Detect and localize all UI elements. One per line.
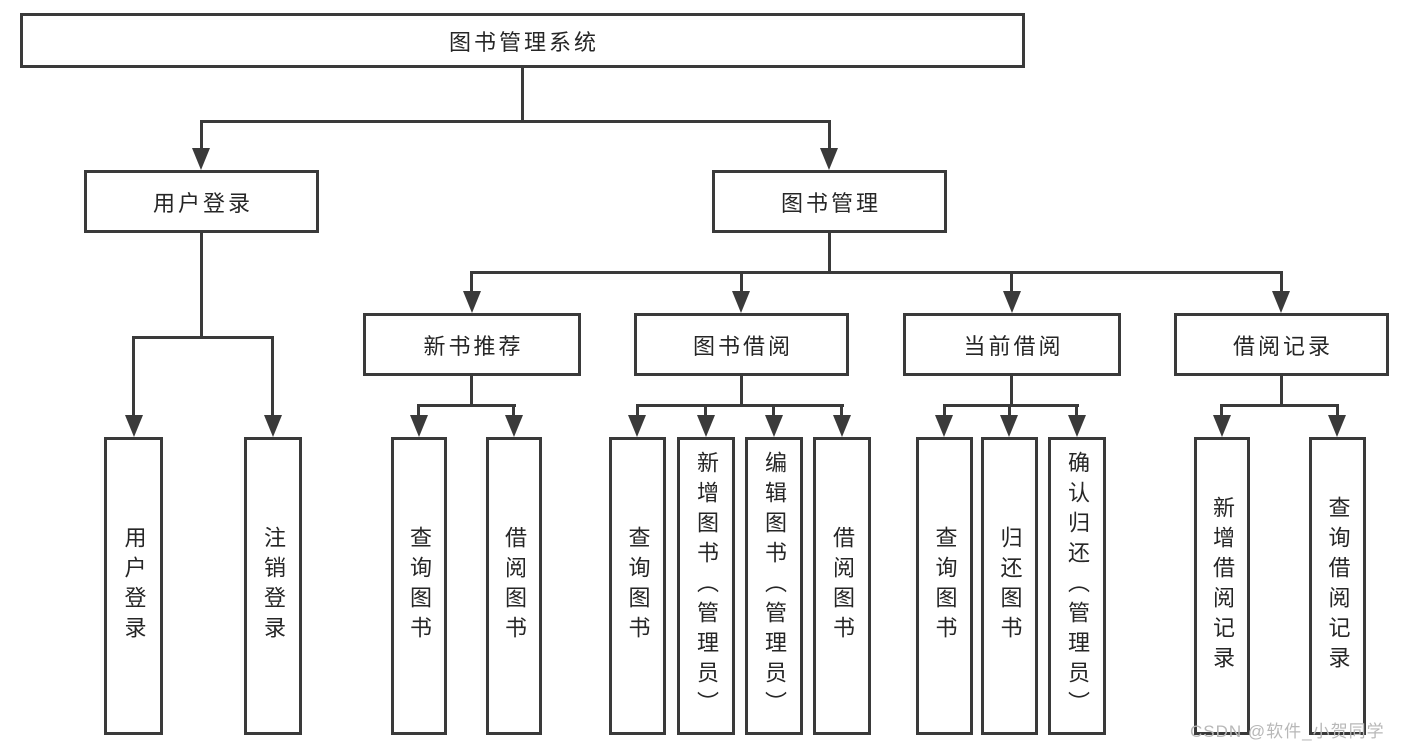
arrow-to-user-login: [192, 148, 210, 170]
arrow-to-book-borrowing: [732, 291, 750, 313]
connector-drop-book-management: [828, 123, 831, 150]
arrow-to-g3c: [765, 415, 783, 437]
connector-user-login-split: [132, 336, 274, 339]
leaf-edit-book-admin: 编辑图书（管理员）: [745, 437, 803, 735]
connector-book-management-stem: [828, 233, 831, 273]
leaf-query-books-current: 查询图书: [916, 437, 973, 735]
leaf-borrow-books-borrowing: 借阅图书: [813, 437, 871, 735]
leaf-user-login-label: 用户登录: [121, 526, 147, 646]
node-root-label: 图书管理系统: [448, 29, 599, 55]
node-new-book-recommend-label: 新书推荐: [423, 333, 524, 359]
arrow-to-g4b: [1000, 415, 1018, 437]
leaf-add-borrow-record: 新增借阅记录: [1194, 437, 1250, 735]
arrow-to-g3a: [628, 415, 646, 437]
leaf-borrow-books-recommend: 借阅图书: [486, 437, 542, 735]
connector-drop-borrow-records: [1280, 274, 1283, 293]
arrow-to-g5a: [1213, 415, 1231, 437]
leaf-query-books-current-label: 查询图书: [932, 526, 958, 646]
arrow-to-new-book: [463, 291, 481, 313]
connector-root-split: [200, 120, 831, 123]
arrow-to-g5b: [1328, 415, 1346, 437]
connector-drop-current-borrowing: [1010, 274, 1013, 293]
node-new-book-recommend: 新书推荐: [363, 313, 581, 376]
connector-drop-g3a: [636, 407, 639, 417]
csdn-watermark: CSDN @软件_小贺同学: [1190, 722, 1385, 741]
connector-root-stem: [521, 68, 524, 123]
node-book-borrowing-label: 图书借阅: [692, 333, 793, 359]
node-current-borrowing-label: 当前借阅: [963, 333, 1064, 359]
leaf-add-book-admin: 新增图书（管理员）: [677, 437, 735, 735]
node-user-login: 用户登录: [84, 170, 319, 233]
node-book-borrowing: 图书借阅: [634, 313, 849, 376]
leaf-query-books-recommend: 查询图书: [391, 437, 447, 735]
connector-book-borrowing-split: [636, 404, 844, 407]
arrow-to-book-management: [820, 148, 838, 170]
arrow-to-leaf-user-login: [125, 415, 143, 437]
leaf-query-books-borrowing: 查询图书: [609, 437, 666, 735]
node-book-management-label: 图书管理: [780, 190, 881, 216]
connector-current-borrowing-stem: [1010, 376, 1013, 406]
node-current-borrowing: 当前借阅: [903, 313, 1121, 376]
leaf-query-books-recommend-label: 查询图书: [407, 526, 432, 646]
leaf-query-borrow-record-label: 查询借阅记录: [1325, 496, 1351, 676]
connector-user-login-stem: [200, 233, 203, 338]
leaf-logout-label: 注销登录: [261, 526, 286, 646]
connector-drop-g4a: [943, 407, 946, 417]
arrow-to-g2b: [505, 415, 523, 437]
arrow-to-g4a: [935, 415, 953, 437]
leaf-add-borrow-record-label: 新增借阅记录: [1210, 496, 1235, 676]
connector-drop-user-login: [200, 123, 203, 150]
leaf-query-borrow-record: 查询借阅记录: [1309, 437, 1366, 735]
node-borrow-records: 借阅记录: [1174, 313, 1389, 376]
connector-drop-g4c: [1075, 407, 1078, 417]
arrow-to-g3b: [697, 415, 715, 437]
connector-new-book-stem: [470, 376, 473, 406]
node-borrow-records-label: 借阅记录: [1232, 333, 1333, 359]
leaf-borrow-books-recommend-label: 借阅图书: [502, 526, 527, 646]
arrow-to-g3d: [833, 415, 851, 437]
connector-current-borrowing-split: [943, 404, 1079, 407]
leaf-return-books: 归还图书: [981, 437, 1038, 735]
connector-borrow-records-split: [1220, 404, 1339, 407]
arrow-to-borrow-records: [1272, 291, 1290, 313]
arrow-to-g4c: [1068, 415, 1086, 437]
arrow-to-leaf-logout: [264, 415, 282, 437]
node-root: 图书管理系统: [20, 13, 1025, 68]
leaf-return-books-label: 归还图书: [997, 526, 1023, 646]
node-book-management: 图书管理: [712, 170, 947, 233]
connector-book-borrowing-stem: [740, 376, 743, 406]
connector-drop-g4b: [1008, 407, 1011, 417]
leaf-query-books-borrowing-label: 查询图书: [625, 526, 651, 646]
connector-drop-g2b: [512, 407, 515, 417]
connector-drop-g3c: [772, 407, 775, 417]
node-user-login-label: 用户登录: [152, 190, 253, 216]
connector-drop-leaf-logout: [271, 339, 274, 417]
arrow-to-g2a: [410, 415, 428, 437]
connector-new-book-split: [417, 404, 516, 407]
connector-drop-leaf-user-login: [132, 339, 135, 417]
leaf-user-login: 用户登录: [104, 437, 163, 735]
connector-book-management-split: [470, 271, 1283, 274]
leaf-borrow-books-borrowing-label: 借阅图书: [830, 526, 855, 646]
connector-drop-new-book: [470, 274, 473, 293]
leaf-confirm-return-admin-label: 确认归还（管理员）: [1065, 451, 1090, 721]
connector-drop-g3d: [840, 407, 843, 417]
connector-drop-g3b: [704, 407, 707, 417]
arrow-to-current-borrowing: [1003, 291, 1021, 313]
connector-drop-g5b: [1336, 407, 1339, 417]
connector-drop-book-borrowing: [740, 274, 743, 293]
connector-drop-g5a: [1220, 407, 1223, 417]
leaf-logout: 注销登录: [244, 437, 302, 735]
leaf-edit-book-admin-label: 编辑图书（管理员）: [762, 451, 787, 721]
connector-borrow-records-stem: [1280, 376, 1283, 406]
connector-drop-g2a: [417, 407, 420, 417]
leaf-confirm-return-admin: 确认归还（管理员）: [1048, 437, 1106, 735]
leaf-add-book-admin-label: 新增图书（管理员）: [694, 451, 719, 721]
